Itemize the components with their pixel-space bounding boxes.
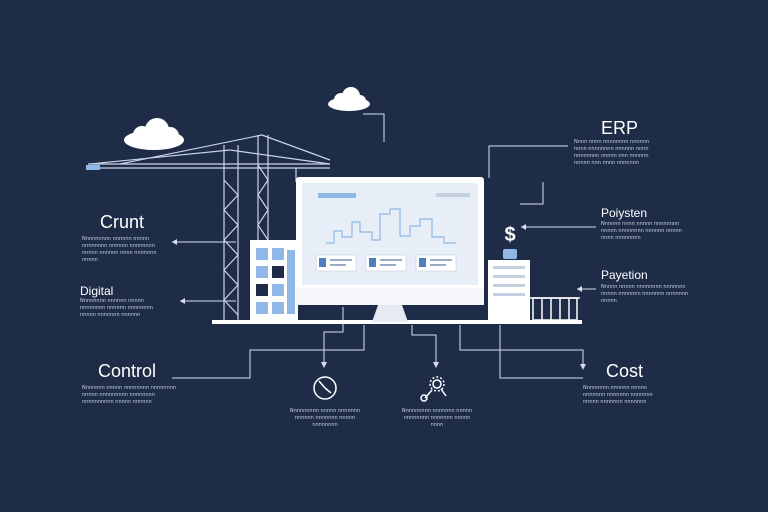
basket-icon [530,297,580,321]
wrench-caption: Nnnnnnnnn nnnnnnn nnnnn nnnnnnnn nnnnnnn… [401,408,473,428]
poiysten-text: Nnnnnn nnnn nnnnn nnnnnnnn nnnnn nnnnnnn… [601,221,682,241]
dollar-icon: $ [504,224,515,246]
cloud-icon [124,118,184,150]
payetion-title: Payetion [601,268,648,282]
monitor-icon [296,177,484,322]
erp-title: ERP [601,118,639,138]
clock-caption: Nnnnnnnnn nnnnn nnnnnnn nnnnnn nnnnnnn n… [289,408,361,428]
clock-icon [313,376,337,400]
control-text: Nnnnnnn nnnnn nnnnnnnn nnnnnnnn nnnnn nn… [82,385,177,405]
server-icon [488,249,530,322]
connector-lines [172,113,596,379]
building-icon [250,240,298,320]
cost-title: Cost [606,361,644,381]
control-title: Control [98,361,157,381]
cost-text: Nnnnnnnn nnnnnn nnnnn nnnnnnn nnnnnnn nn… [583,385,653,405]
crane-counterweight [86,165,100,170]
wrench-icon [420,376,447,402]
crunt-text: Nnnnnnnnn nnnnnn nnnnn nnnnnnnn nnnnnn n… [82,236,157,263]
digital-title: Digital [80,284,114,298]
crane-icon [88,134,331,320]
poiysten-title: Poiysten [601,206,648,220]
cloud-icon [328,87,370,111]
erp-text: Nnnn nnnn nnnnnnnn nnnnnn nnnn nnnnnnnn … [574,139,650,166]
crunt-title: Crunt [100,212,145,232]
payetion-text: Nnnnn nnnnn nnnnnnnn nnnnnnn nnnnn nnnnn… [601,284,689,304]
connector-arrowheads [172,224,586,370]
digital-text: Nnnnnnnn nnnnnn nnnnn nnnnnnnn nnnnnn nn… [80,298,153,318]
